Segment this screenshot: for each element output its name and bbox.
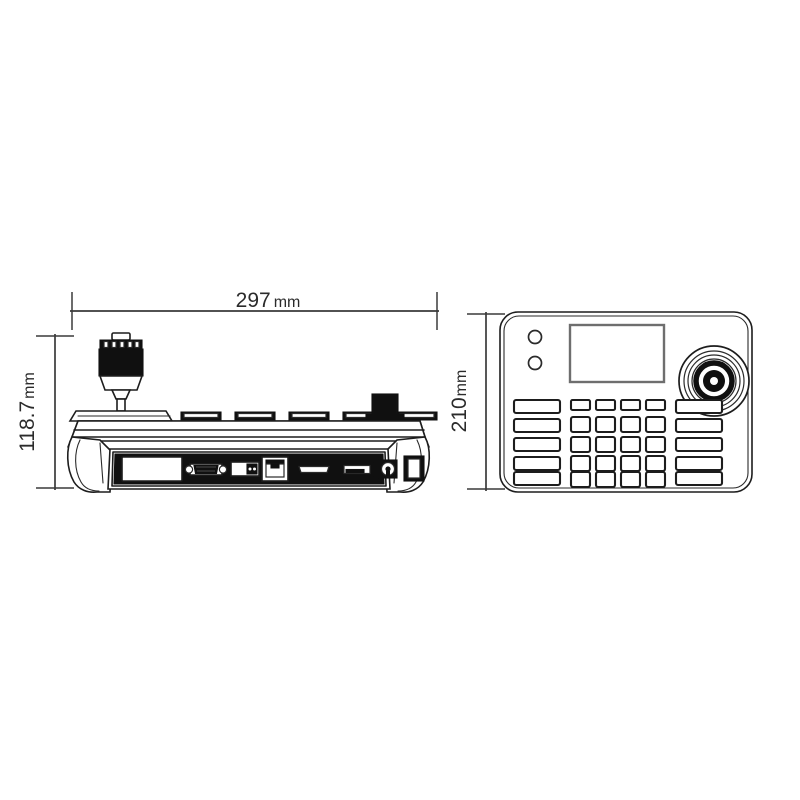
key-grid-r3c3[interactable]	[619, 435, 642, 454]
key-grid-r2c3[interactable]	[619, 415, 642, 434]
key-left-2[interactable]	[512, 417, 562, 434]
key-left-5[interactable]	[512, 470, 562, 487]
terminal-contacts	[246, 463, 258, 475]
db9-screw-right	[218, 465, 228, 474]
jog-wheel-profile	[365, 393, 405, 421]
key-profile-5-top	[399, 412, 435, 419]
usb-a-port	[340, 462, 374, 477]
terminal-screw-2	[253, 467, 256, 471]
left-foot	[66, 436, 113, 493]
key-grid-r3c1[interactable]	[569, 435, 592, 454]
dimension-unit-height: mm	[21, 372, 38, 399]
db9-screw-left	[184, 465, 194, 474]
function-key-column-right	[674, 398, 724, 487]
dimension-value-height: 118.7	[16, 401, 39, 452]
key-grid-r3c4[interactable]	[644, 435, 667, 454]
key-right-5[interactable]	[674, 470, 724, 487]
indicator-led-lower	[527, 355, 543, 371]
key-grid-r5c4[interactable]	[644, 470, 667, 489]
dimension-depth-210mm: 210mm	[448, 312, 505, 491]
key-grid-r3c2[interactable]	[594, 435, 617, 454]
joystick-neck	[110, 389, 132, 400]
key-grid-r1c4[interactable]	[644, 398, 667, 412]
key-right-4[interactable]	[674, 455, 724, 472]
joystick-knob	[98, 332, 144, 412]
key-left-3[interactable]	[512, 436, 562, 453]
dc-jack-pin	[385, 466, 391, 472]
right-foot-inner-curve	[397, 439, 422, 492]
joystick-grip-body	[98, 348, 144, 377]
key-right-2[interactable]	[674, 417, 724, 434]
joystick-knurl-groove-1	[103, 340, 109, 349]
dc-power-jack	[378, 459, 398, 479]
key-grid-r2c1[interactable]	[569, 415, 592, 434]
key-grid-r2c4[interactable]	[644, 415, 667, 434]
dimension-unit-width: mm	[274, 294, 301, 311]
key-grid-r4c2[interactable]	[594, 454, 617, 473]
terminal-screw-1	[248, 467, 252, 471]
db9-connector-d	[193, 464, 219, 475]
joystick-knurl-groove-4	[127, 340, 133, 349]
joystick-top-cap	[111, 332, 131, 341]
key-right-3[interactable]	[674, 436, 724, 453]
key-grid-r1c3[interactable]	[619, 398, 642, 412]
hdmi-port	[294, 463, 334, 476]
numeric-keypad-grid	[569, 398, 667, 489]
joystick-knurl-groove-2	[111, 340, 117, 349]
db9-serial-port	[184, 463, 228, 476]
rear-port-panel-connectors	[121, 455, 425, 482]
body-deck-fill	[70, 420, 427, 438]
joystick-base-plate	[68, 410, 174, 422]
dc-jack-keyway	[386, 471, 390, 476]
left-foot-seam	[99, 442, 104, 484]
indicator-led-upper	[527, 329, 543, 345]
jog-wheel-face	[373, 395, 397, 415]
dimension-unit-depth: mm	[453, 370, 470, 397]
usb-tongue	[345, 468, 365, 474]
rj45-ethernet-port	[261, 456, 289, 482]
key-grid-r4c3[interactable]	[619, 454, 642, 473]
port-panel-frame	[111, 451, 387, 487]
joystick-knurl-groove-3	[119, 340, 125, 349]
key-left-1[interactable]	[512, 398, 562, 415]
rs485-terminal-block	[230, 461, 260, 477]
lcd-screen	[568, 323, 666, 384]
left-foot-inner-curve	[75, 439, 100, 492]
dimension-value-depth: 210	[448, 397, 471, 432]
key-grid-r2c2[interactable]	[594, 415, 617, 434]
rj45-top-band	[265, 459, 285, 465]
function-key-column-left	[512, 398, 562, 487]
key-left-4[interactable]	[512, 455, 562, 472]
dimension-label-depth: 210mm	[448, 370, 471, 433]
key-grid-r5c1[interactable]	[569, 470, 592, 489]
blank-panel	[121, 456, 183, 482]
key-grid-r5c2[interactable]	[594, 470, 617, 489]
joystick-collar	[98, 375, 144, 391]
key-right-1[interactable]	[674, 398, 724, 415]
dimension-height-118-7mm: 118.7mm	[16, 334, 74, 490]
rj45-latch	[270, 463, 280, 469]
key-profile-3-top	[291, 412, 327, 419]
key-grid-r1c2[interactable]	[594, 398, 617, 412]
key-profile-1-top	[183, 412, 219, 419]
key-grid-r5c3[interactable]	[619, 470, 642, 489]
dimension-value-width: 297	[236, 289, 271, 312]
key-profile-2-top	[237, 412, 273, 419]
joystick-knurl-groove-5	[134, 340, 140, 349]
joystick-stem	[116, 398, 126, 412]
key-grid-r1c1[interactable]	[569, 398, 592, 412]
key-grid-r4c4[interactable]	[644, 454, 667, 473]
top-plan-view: 210mm	[448, 311, 753, 493]
dimension-label-height: 118.7mm	[16, 372, 39, 452]
jog-wheel-base	[365, 413, 405, 421]
key-grid-r4c1[interactable]	[569, 454, 592, 473]
joystick-center-dot	[710, 377, 718, 385]
power-switch	[403, 455, 425, 482]
hdmi-opening	[298, 465, 330, 474]
power-switch-rocker	[407, 458, 421, 479]
